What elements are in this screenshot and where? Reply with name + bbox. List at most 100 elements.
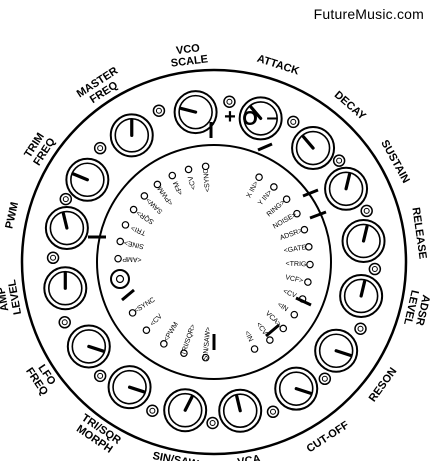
led-indicator <box>58 316 71 329</box>
sine-jack[interactable] <box>116 237 125 246</box>
brand-logo: FutureMusic.com <box>313 6 424 22</box>
trim-freq-knob-pointer <box>71 172 89 182</box>
trim-freq-knob[interactable] <box>65 157 110 202</box>
divider-bar <box>295 296 312 307</box>
led-indicator <box>287 115 300 129</box>
led-indicator <box>146 404 159 417</box>
led-indicator <box>206 416 219 430</box>
panel-outer-ring <box>20 68 408 456</box>
sustain-label: SUSTAIN <box>378 138 412 185</box>
amp-jack[interactable] <box>114 254 122 263</box>
led-indicator <box>93 141 107 155</box>
fm-jack-label: <FM <box>172 180 185 196</box>
ring-jack[interactable] <box>282 195 291 204</box>
divider-bar <box>309 210 327 220</box>
led-indicator <box>59 192 73 206</box>
led-indicator <box>266 405 280 419</box>
ring-jack-label: RING> <box>266 199 287 218</box>
led-indicator <box>360 204 373 218</box>
vca-jack[interactable] <box>279 324 288 333</box>
decay-label: DECAY <box>332 89 369 123</box>
amp-jack-center <box>115 274 125 284</box>
sync-jack-label: <SYNC <box>203 168 212 192</box>
sine-jack-label: SINE> <box>123 238 144 249</box>
saw-jack[interactable] <box>140 192 149 200</box>
attack-label: ATTACK <box>255 53 300 78</box>
tri-jack-label: TRI> <box>130 224 147 236</box>
adsr-level-knob[interactable] <box>339 273 384 318</box>
divider-bar <box>257 142 273 152</box>
release-knob[interactable] <box>341 218 386 263</box>
sin-saw-jack-label: SIN/SAW> <box>202 327 212 361</box>
amp-level-knob[interactable] <box>43 266 88 311</box>
amp-jack-label: <AMP <box>122 255 142 263</box>
lfo-freq-label: LFOFREQ <box>23 359 60 398</box>
reson-knob-pointer <box>334 349 353 357</box>
x-in-jack[interactable] <box>255 173 263 182</box>
sync-jack[interactable] <box>128 309 137 317</box>
cv-jack-label: <CV <box>149 313 164 328</box>
divider-bar <box>302 188 319 198</box>
gate-jack[interactable] <box>304 243 313 251</box>
pwm-knob[interactable] <box>44 206 89 251</box>
cut-off-knob[interactable] <box>274 366 319 411</box>
cv-jack[interactable] <box>142 326 151 334</box>
tri-sqr-morph-knob[interactable] <box>107 365 152 410</box>
decay-knob-pointer <box>301 135 315 150</box>
in-jack[interactable] <box>290 310 299 319</box>
cut-off-label: CUT-OFF <box>305 419 352 455</box>
tri-sqr-morph-label: TRI/SQRMORPH <box>72 412 122 457</box>
sync-jack[interactable] <box>201 162 210 171</box>
sin-saw-jack[interactable] <box>201 353 210 362</box>
sustain-knob[interactable] <box>324 166 369 211</box>
led-indicator <box>354 322 367 336</box>
fm-jack[interactable] <box>168 171 177 180</box>
vcf-jack[interactable] <box>304 278 312 286</box>
in-jack[interactable] <box>250 345 259 353</box>
attack-knob[interactable] <box>238 96 283 141</box>
in-jack-label: <IN <box>276 301 289 313</box>
release-knob-pointer <box>361 224 369 243</box>
noise-jack[interactable] <box>293 209 301 218</box>
divider-bar <box>265 323 280 338</box>
vco-scale-knob[interactable] <box>173 90 218 135</box>
tri-sqr-jack[interactable] <box>180 349 188 357</box>
y-in-jack-label: Y IN> <box>257 189 273 207</box>
lfo-freq-knob[interactable] <box>66 324 111 369</box>
sqr-jack[interactable] <box>129 205 138 214</box>
y-in-jack[interactable] <box>270 183 278 191</box>
gate-jack-label: <GATE <box>283 244 307 255</box>
amp-level-label: AMPLEVEL <box>0 278 24 317</box>
panel-inner-ring <box>96 144 332 380</box>
adsr-jack[interactable] <box>300 225 309 234</box>
plus-symbol: + <box>224 106 236 128</box>
led-indicator <box>368 262 382 276</box>
reson-knob[interactable] <box>314 328 359 373</box>
lfo-freq-knob-pointer <box>87 344 105 353</box>
pwm-jack[interactable] <box>153 180 162 189</box>
pwm-label: PWM <box>3 201 21 230</box>
vca-level-knob[interactable] <box>218 388 263 433</box>
master-freq-knob[interactable] <box>109 113 154 158</box>
divider-bar <box>121 288 135 302</box>
adsr-level-knob-pointer <box>359 279 367 298</box>
trig-jack[interactable] <box>306 260 314 269</box>
trig-jack-label: <TRIG <box>285 261 306 269</box>
cv-jack[interactable] <box>266 336 274 344</box>
vco-scale-knob-pointer <box>179 106 198 114</box>
trim-freq-label: TRIMFREQ <box>21 129 58 168</box>
cv-jack-label: <CV <box>187 175 198 190</box>
sin-saw-morph-label: SIN/SAWMORPH <box>149 450 200 461</box>
decay-knob[interactable] <box>291 126 336 171</box>
sync-jack-label: <SYNC <box>133 297 157 315</box>
sqr-jack-label: SQR> <box>136 209 156 225</box>
vca-level-knob-pointer <box>235 394 242 413</box>
led-indicator <box>332 154 346 167</box>
tri-jack[interactable] <box>121 221 130 229</box>
pwm-jack-label: <PWM <box>163 321 180 343</box>
sin-saw-morph-knob[interactable] <box>163 388 208 433</box>
pwm-jack[interactable] <box>160 340 168 348</box>
cv-jack[interactable] <box>184 165 193 174</box>
led-indicator <box>223 95 236 108</box>
